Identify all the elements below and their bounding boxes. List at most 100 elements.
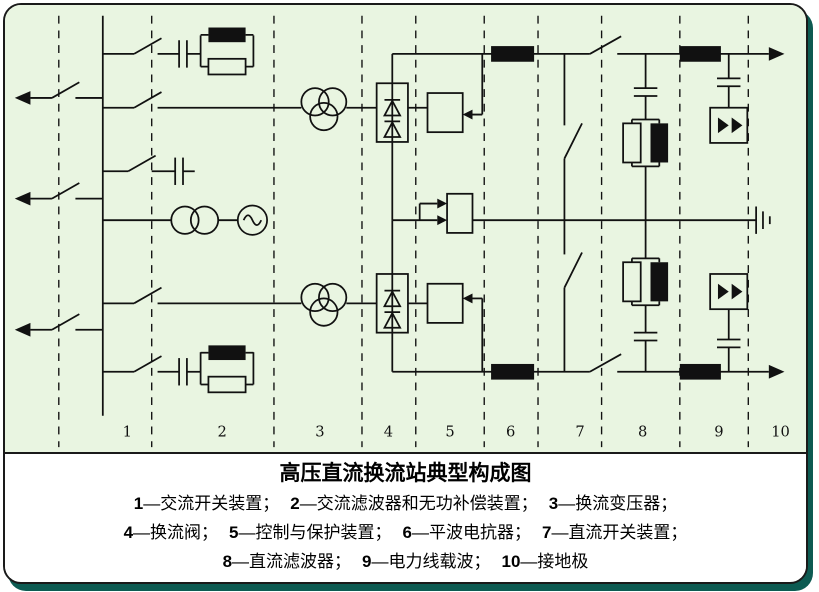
- zone-label: 2: [217, 423, 226, 440]
- line-trap-icon: [679, 363, 721, 380]
- legend-item: 7—直流开关装置；: [542, 518, 687, 547]
- dc-switchgear-bottom: [563, 220, 583, 372]
- zone-label: 3: [315, 423, 324, 440]
- legend-item-label: —平波电抗器；: [411, 523, 531, 542]
- legend-item: 9—电力线载波；: [362, 547, 490, 576]
- plc-terminal-box: [709, 106, 749, 144]
- control-box: [446, 192, 474, 234]
- control-protection-bottom: [407, 282, 484, 372]
- control-box: [426, 282, 464, 324]
- converter-valve-top: [375, 53, 409, 221]
- switch-blade-icon: [589, 35, 622, 55]
- legend-item: 6—平波电抗器；: [403, 518, 531, 547]
- arrow-right-icon: [437, 215, 448, 226]
- circuit-diagram: 1 2 3 4 5 6 7 8 9 10: [5, 5, 806, 452]
- transformer-winding-icon: [309, 297, 339, 327]
- dc-filter-top: [622, 53, 669, 221]
- legend-item-label: —直流开关装置；: [551, 523, 688, 542]
- ac-feeder-middle: [14, 182, 103, 206]
- legend-row-1: 1—交流开关装置； 2—交流滤波器和无功补偿装置； 3—换流变压器；: [5, 489, 806, 518]
- legend: 1—交流开关装置； 2—交流滤波器和无功补偿装置； 3—换流变压器； 4—换流阀…: [5, 489, 806, 576]
- switch-blade-icon: [133, 355, 162, 373]
- transformer-winding-icon: [309, 101, 339, 132]
- plc-terminal-box: [709, 273, 749, 311]
- transformer-winding-icon: [189, 205, 220, 235]
- zone-label: 4: [384, 423, 393, 440]
- arrow-left-icon: [462, 293, 473, 304]
- arrow-left-icon: [14, 91, 31, 105]
- switch-blade-icon: [133, 91, 162, 109]
- zone-label: 6: [506, 423, 515, 440]
- arrow-left-icon: [462, 109, 473, 120]
- reactor-block: [208, 27, 246, 43]
- caption-panel: 高压直流换流站典型构成图 1—交流开关装置； 2—交流滤波器和无功补偿装置； 3…: [5, 452, 806, 578]
- legend-item-label: —交流开关装置；: [143, 494, 280, 513]
- resistor-block: [207, 57, 247, 76]
- switch-blade-icon: [563, 252, 583, 289]
- legend-row-2: 4—换流阀； 5—控制与保护装置； 6—平波电抗器； 7—直流开关装置；: [5, 518, 806, 547]
- legend-item-number: 9: [362, 552, 372, 571]
- legend-item-label: —控制与保护装置；: [238, 523, 392, 542]
- reactor-block: [650, 123, 669, 163]
- legend-item: 1—交流开关装置；: [134, 489, 279, 518]
- double-arrow-icon: [717, 283, 729, 300]
- shunt-capacitor-branch: [102, 154, 195, 185]
- reactor-block: [650, 262, 669, 302]
- legend-item-number: 5: [229, 523, 239, 542]
- legend-item: 5—控制与保护装置；: [229, 518, 391, 547]
- zone-label: 7: [575, 423, 584, 440]
- line-trap-icon: [679, 46, 721, 62]
- legend-item-label: —电力线载波；: [371, 552, 491, 571]
- legend-item-number: 1: [133, 494, 144, 513]
- legend-item-number: 2: [290, 494, 300, 513]
- transformer-winding-icon: [300, 282, 330, 313]
- legend-item-label: —换流变压器；: [558, 494, 678, 513]
- dc-pole-line-bottom: [392, 353, 785, 380]
- legend-item-label: —接地极: [520, 552, 589, 571]
- control-protection-top: [407, 53, 484, 134]
- switch-blade-icon: [51, 182, 80, 200]
- resistor-block: [622, 122, 642, 164]
- arrow-right-icon: [768, 364, 785, 379]
- legend-item: 2—交流滤波器和无功补偿装置；: [290, 489, 537, 518]
- smoothing-reactor-icon: [491, 46, 535, 62]
- zone-label: 9: [714, 423, 723, 440]
- legend-item-label: —交流滤波器和无功补偿装置；: [299, 494, 538, 513]
- arrow-left-icon: [14, 322, 31, 337]
- reactor-block: [208, 345, 246, 361]
- arrow-right-icon: [437, 198, 448, 209]
- power-line-carrier-bottom: [709, 273, 749, 372]
- legend-item-number: 3: [548, 494, 559, 513]
- legend-item-number: 8: [222, 552, 233, 571]
- dc-filter-bottom: [622, 220, 669, 372]
- ac-feeder-bottom: [14, 313, 103, 337]
- legend-item-number: 10: [501, 552, 521, 571]
- synchronous-condenser-branch: [102, 204, 268, 236]
- hvdc-schematic-svg: 1 2 3 4 5 6 7 8 9 10: [14, 15, 790, 448]
- transformer-winding-icon: [170, 205, 200, 235]
- ac-filter-bottom: [102, 345, 255, 394]
- power-line-carrier-top: [709, 53, 749, 144]
- arrow-right-icon: [768, 47, 785, 61]
- zone-labels: 1 2 3 4 5 6 7 8 9 10: [123, 423, 790, 440]
- zone-dividers: [58, 15, 749, 448]
- legend-item: 3—换流变压器；: [549, 489, 677, 518]
- switch-blade-icon: [563, 122, 583, 159]
- control-box: [426, 92, 464, 134]
- resistor-block: [207, 375, 247, 394]
- legend-item: 10—接地极: [502, 547, 589, 576]
- zone-label: 8: [638, 423, 647, 440]
- transformer-winding-icon: [318, 87, 348, 117]
- legend-item-label: —换流阀；: [133, 523, 219, 542]
- smoothing-reactor-icon: [491, 363, 535, 380]
- legend-row-3: 8—直流滤波器； 9—电力线载波； 10—接地极: [5, 547, 806, 576]
- switch-blade-icon: [51, 313, 80, 331]
- converter-valve-bottom: [375, 220, 409, 372]
- sine-wave-icon: [242, 214, 263, 226]
- ac-filter-top: [102, 27, 255, 76]
- neutral-line: [472, 206, 771, 234]
- dc-pole-line-top: [392, 35, 785, 62]
- switch-blade-icon: [133, 286, 162, 305]
- valve-box: [375, 82, 409, 143]
- switch-blade-icon: [133, 37, 162, 55]
